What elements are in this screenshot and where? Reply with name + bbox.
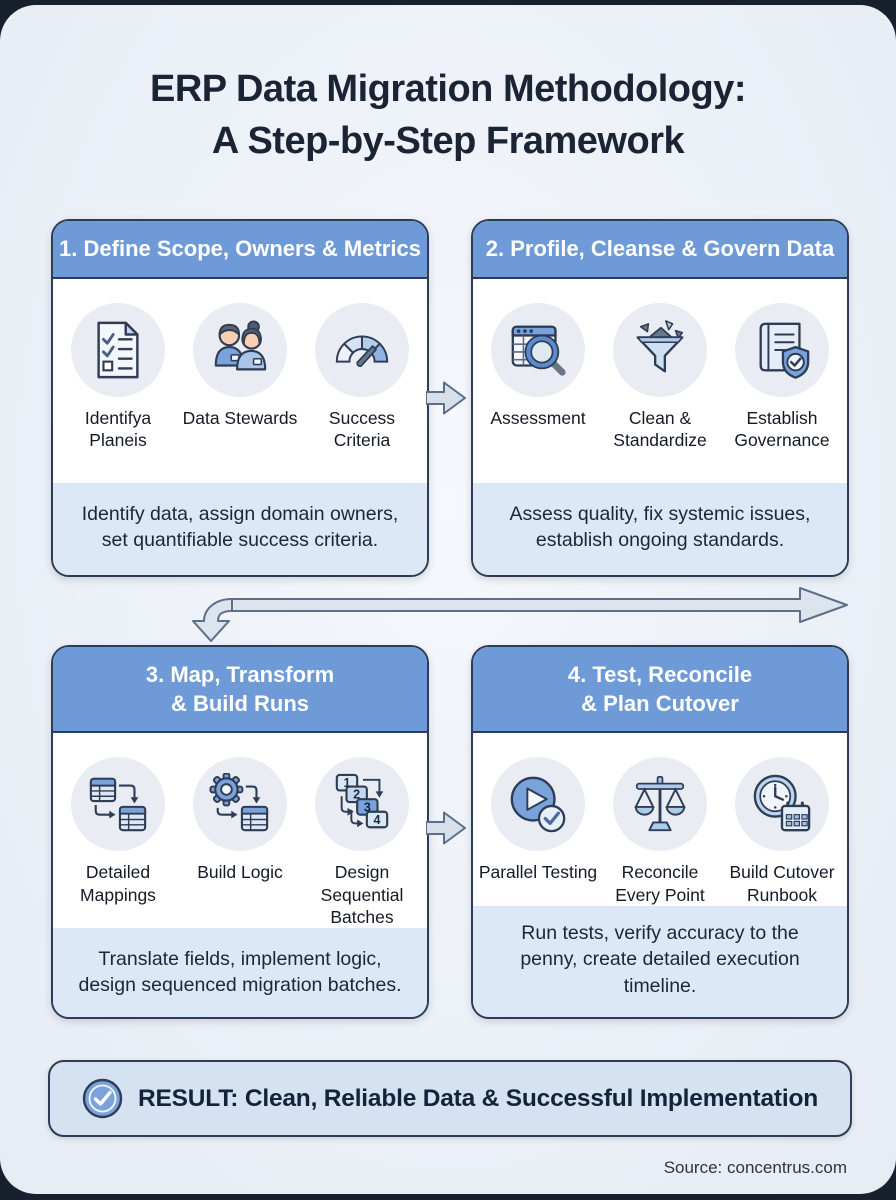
governance-book-shield-icon bbox=[735, 302, 829, 397]
step-3-item-2: Build Logic bbox=[179, 757, 301, 883]
funnel-icon bbox=[613, 302, 707, 397]
step-4-item-2-label: Reconcile Every Point bbox=[615, 862, 705, 905]
step-2-description: Assess quality, fix systemic issues, est… bbox=[473, 483, 847, 575]
step-4-item-3: Build Cutover Runbook bbox=[721, 757, 843, 906]
step-1-item-3-label: Success Criteria bbox=[328, 407, 396, 450]
table-mapping-icon bbox=[71, 757, 165, 852]
step-1-description: Identify data, assign domain owners, set… bbox=[53, 483, 427, 575]
step-4-title-line1: 4. Test, Reconcile bbox=[567, 662, 753, 687]
step-4-description: Run tests, verify accuracy to the penny,… bbox=[473, 905, 847, 1017]
step-1-item-3: Success Criteria bbox=[301, 302, 423, 452]
step-2-item-3: Establish Governance bbox=[721, 302, 843, 452]
balance-scale-icon bbox=[613, 757, 707, 852]
page-title: ERP Data Migration Methodology: A Step-b… bbox=[0, 63, 896, 168]
step-card-1: 1. Define Scope, Owners & Metrics bbox=[51, 219, 429, 577]
step-4-item-1-label: Parallel Testing bbox=[478, 862, 598, 883]
batch-number-1: 1 bbox=[343, 776, 350, 790]
step-1-title-line1: 1. Define Scope, Owners & Metrics bbox=[59, 236, 421, 261]
batch-number-2: 2 bbox=[353, 788, 360, 802]
result-label: RESULT: Clean, Reliable Data & Successfu… bbox=[138, 1084, 818, 1112]
step-2-item-1-label: Assessment bbox=[490, 407, 586, 428]
data-stewards-icon bbox=[193, 302, 287, 397]
step-3-item-3-label: Design Sequential Batches bbox=[320, 862, 404, 927]
step-1-item-1: Identifya Planeis bbox=[57, 302, 179, 452]
step-1-body: Identifya Planeis Dat bbox=[53, 279, 427, 483]
arrow-step3-to-step4-icon bbox=[426, 811, 466, 845]
step-1-item-1-label: Identifya Planeis bbox=[84, 407, 152, 450]
step-3-item-1-label: Detailed Mappings bbox=[80, 862, 156, 905]
step-4-item-3-label: Build Cutover Runbook bbox=[729, 862, 835, 905]
step-2-item-2: Clean & Standardize bbox=[599, 302, 721, 452]
step-4-title-line2: & Plan Cutover bbox=[581, 690, 739, 716]
arrow-step1-to-step2-icon bbox=[426, 381, 466, 415]
infographic-panel: ERP Data Migration Methodology: A Step-b… bbox=[0, 5, 896, 1194]
source-attribution: Source: concentrus.com bbox=[663, 1158, 847, 1177]
step-3-header: 3. Map, Transform & Build Runs bbox=[53, 647, 427, 734]
step-4-item-2: Reconcile Every Point bbox=[599, 757, 721, 906]
gear-table-icon bbox=[193, 757, 287, 852]
step-card-2: 2. Profile, Cleanse & Govern Data bbox=[471, 219, 849, 577]
arrow-step2-to-step3-icon bbox=[192, 587, 848, 642]
batch-number-3: 3 bbox=[364, 800, 371, 814]
step-card-3: 3. Map, Transform & Build Runs bbox=[51, 645, 429, 1019]
step-1-header: 1. Define Scope, Owners & Metrics bbox=[53, 221, 427, 279]
gauge-icon bbox=[315, 302, 409, 397]
step-3-body: Detailed Mappings bbox=[53, 733, 427, 928]
page-title-line2: A Step-by-Step Framework bbox=[211, 120, 685, 163]
clock-calendar-icon bbox=[735, 757, 829, 852]
page-title-line1: ERP Data Migration Methodology: bbox=[149, 68, 747, 110]
step-1-item-2-label: Data Stewards bbox=[182, 407, 298, 428]
step-4-header: 4. Test, Reconcile & Plan Cutover bbox=[473, 647, 847, 734]
step-3-title-line1: 3. Map, Transform bbox=[145, 662, 335, 687]
step-2-title-line1: 2. Profile, Cleanse & Govern Data bbox=[485, 236, 835, 261]
step-2-body: Assessment Clean & Standardize bbox=[473, 279, 847, 483]
data-search-icon bbox=[491, 302, 585, 397]
step-2-item-1: Assessment bbox=[477, 302, 599, 429]
step-3-title-line2: & Build Runs bbox=[170, 690, 310, 716]
batch-number-4: 4 bbox=[374, 813, 381, 827]
step-4-item-1: Parallel Testing bbox=[477, 757, 599, 883]
sequential-batches-icon: 1 2 3 4 bbox=[315, 757, 409, 852]
result-banner: RESULT: Clean, Reliable Data & Successfu… bbox=[48, 1060, 852, 1137]
step-3-item-3: 1 2 3 4 Design Sequential Batches bbox=[301, 757, 423, 928]
step-2-item-2-label: Clean & Standardize bbox=[613, 407, 707, 450]
step-3-item-2-label: Build Logic bbox=[197, 862, 283, 883]
check-circle-icon bbox=[82, 1078, 123, 1119]
step-1-item-2: Data Stewards bbox=[179, 302, 301, 429]
checklist-document-icon bbox=[71, 302, 165, 397]
step-2-item-3-label: Establish Governance bbox=[734, 407, 830, 450]
step-3-description: Translate fields, implement logic, desig… bbox=[53, 928, 427, 1017]
step-card-4: 4. Test, Reconcile & Plan Cutover Parall… bbox=[471, 645, 849, 1019]
play-check-icon bbox=[491, 757, 585, 852]
step-3-item-1: Detailed Mappings bbox=[57, 757, 179, 906]
step-2-header: 2. Profile, Cleanse & Govern Data bbox=[473, 221, 847, 279]
step-4-body: Parallel Testing Reconcile Every P bbox=[473, 733, 847, 906]
